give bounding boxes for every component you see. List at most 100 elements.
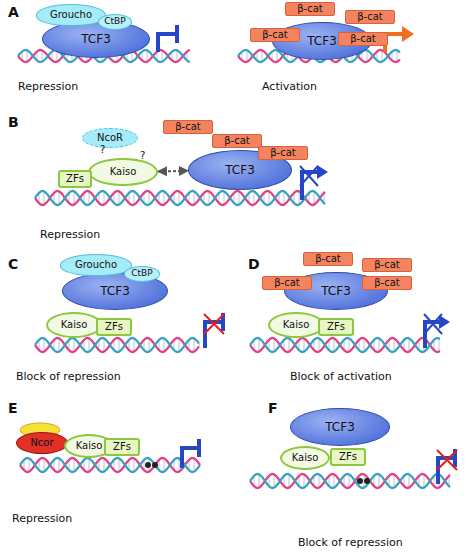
beta-catenin-box: β-cat: [212, 134, 262, 148]
node-text: TCF3: [307, 35, 337, 48]
node-text: ZFs: [113, 442, 131, 453]
arrow-head: [402, 26, 414, 42]
ctbp-protein: CtBP: [124, 266, 160, 282]
dna-layer: [18, 50, 450, 488]
interaction-arrow: [158, 170, 188, 173]
caption-label: Repression: [40, 228, 100, 241]
block-cross: [300, 166, 318, 186]
caption-label: Block of activation: [290, 370, 392, 383]
panel-letter: D: [248, 256, 260, 272]
panel-letter: E: [8, 400, 18, 416]
node-text: CtBP: [131, 269, 152, 278]
node-text: TCF3: [325, 421, 355, 434]
node-text: Kaiso: [61, 320, 88, 331]
block-cross: [437, 450, 457, 470]
kaiso-protein: Kaiso: [280, 446, 330, 470]
node-text: NcoR: [97, 133, 123, 144]
node-text: β-cat: [374, 278, 400, 289]
dna-strand: [20, 458, 200, 472]
beta-catenin-box: β-cat: [362, 258, 412, 272]
zinc-finger-box: ZFs: [104, 438, 140, 456]
zinc-finger-box: ZFs: [318, 318, 354, 336]
caption-label: ?: [140, 150, 145, 161]
repression-bar: [175, 25, 179, 43]
dna-strand: [35, 338, 199, 352]
node-text: β-cat: [350, 34, 376, 45]
node-text: Kaiso: [110, 167, 137, 178]
node-text: β-cat: [315, 254, 341, 265]
zinc-finger-box: ZFs: [330, 448, 366, 466]
block-cross: [204, 314, 224, 334]
groucho-protein: Groucho: [36, 4, 106, 26]
promoter-arrow: [158, 34, 176, 52]
methyl-mark: [364, 478, 370, 484]
tcf3-protein: TCF3: [42, 20, 150, 58]
beta-catenin-box: β-cat: [250, 28, 300, 42]
node-text: β-cat: [262, 30, 288, 41]
arrow-head: [439, 315, 450, 329]
arrow-head: [317, 165, 328, 179]
node-text: CtBP: [104, 17, 125, 26]
tcf3-protein: TCF3: [290, 408, 390, 446]
dna-strand: [250, 338, 440, 352]
dna-strand: [35, 191, 325, 205]
ncor-protein: Ncor: [16, 432, 68, 454]
groucho-protein: Groucho: [60, 254, 132, 276]
caption-label: Activation: [262, 80, 317, 93]
node-text: Groucho: [50, 10, 92, 21]
node-text: Kaiso: [283, 320, 310, 331]
panel-letter: C: [8, 256, 18, 272]
caption-label: Repression: [12, 512, 72, 525]
node-text: β-cat: [224, 136, 250, 147]
zinc-finger-box: ZFs: [58, 170, 92, 188]
node-text: Groucho: [75, 260, 117, 271]
node-text: β-cat: [374, 260, 400, 271]
panel-letter: A: [8, 4, 19, 20]
zinc-finger-box: ZFs: [96, 318, 132, 336]
dna-strand: [250, 474, 450, 488]
beta-catenin-box: β-cat: [345, 10, 395, 24]
node-text: TCF3: [225, 164, 255, 177]
methyl-mark: [145, 462, 151, 468]
kaiso-protein: Kaiso: [46, 312, 102, 338]
beta-catenin-box: β-cat: [285, 2, 335, 16]
beta-catenin-box: β-cat: [262, 276, 312, 290]
repression-bar: [197, 439, 201, 457]
node-text: β-cat: [175, 122, 201, 133]
beta-catenin-box: β-cat: [258, 146, 308, 160]
node-text: ZFs: [339, 452, 357, 463]
caption-label: Block of repression: [16, 370, 121, 383]
node-text: ZFs: [327, 322, 345, 333]
node-text: Ncor: [30, 438, 53, 449]
kaiso-protein: Kaiso: [88, 158, 158, 186]
beta-catenin-box: β-cat: [362, 276, 412, 290]
promoter-arrow: [182, 448, 198, 468]
beta-catenin-box: β-cat: [338, 32, 388, 46]
beta-catenin-box: β-cat: [163, 120, 213, 134]
node-text: Kaiso: [292, 453, 319, 464]
node-text: β-cat: [274, 278, 300, 289]
node-text: β-cat: [270, 148, 296, 159]
node-text: ZFs: [66, 174, 84, 185]
node-text: TCF3: [100, 285, 130, 298]
ncor-protein: NcoR: [82, 128, 138, 148]
dna-strand: [250, 338, 440, 352]
kaiso-protein: Kaiso: [268, 312, 324, 338]
caption-label: ?: [100, 144, 105, 155]
node-text: Kaiso: [76, 441, 103, 452]
node-text: ZFs: [105, 322, 123, 333]
caption-label: Block of repression: [298, 536, 403, 549]
panel-letter: F: [268, 400, 278, 416]
caption-label: Repression: [18, 80, 78, 93]
node-text: TCF3: [321, 285, 351, 298]
ctbp-protein: CtBP: [98, 14, 132, 30]
methyl-mark: [357, 478, 363, 484]
panel-letter: B: [8, 114, 19, 130]
methyl-mark: [152, 462, 158, 468]
node-text: β-cat: [297, 4, 323, 15]
dna-strand: [250, 474, 450, 488]
block-cross: [424, 314, 442, 334]
node-text: TCF3: [81, 33, 111, 46]
node-text: β-cat: [357, 12, 383, 23]
